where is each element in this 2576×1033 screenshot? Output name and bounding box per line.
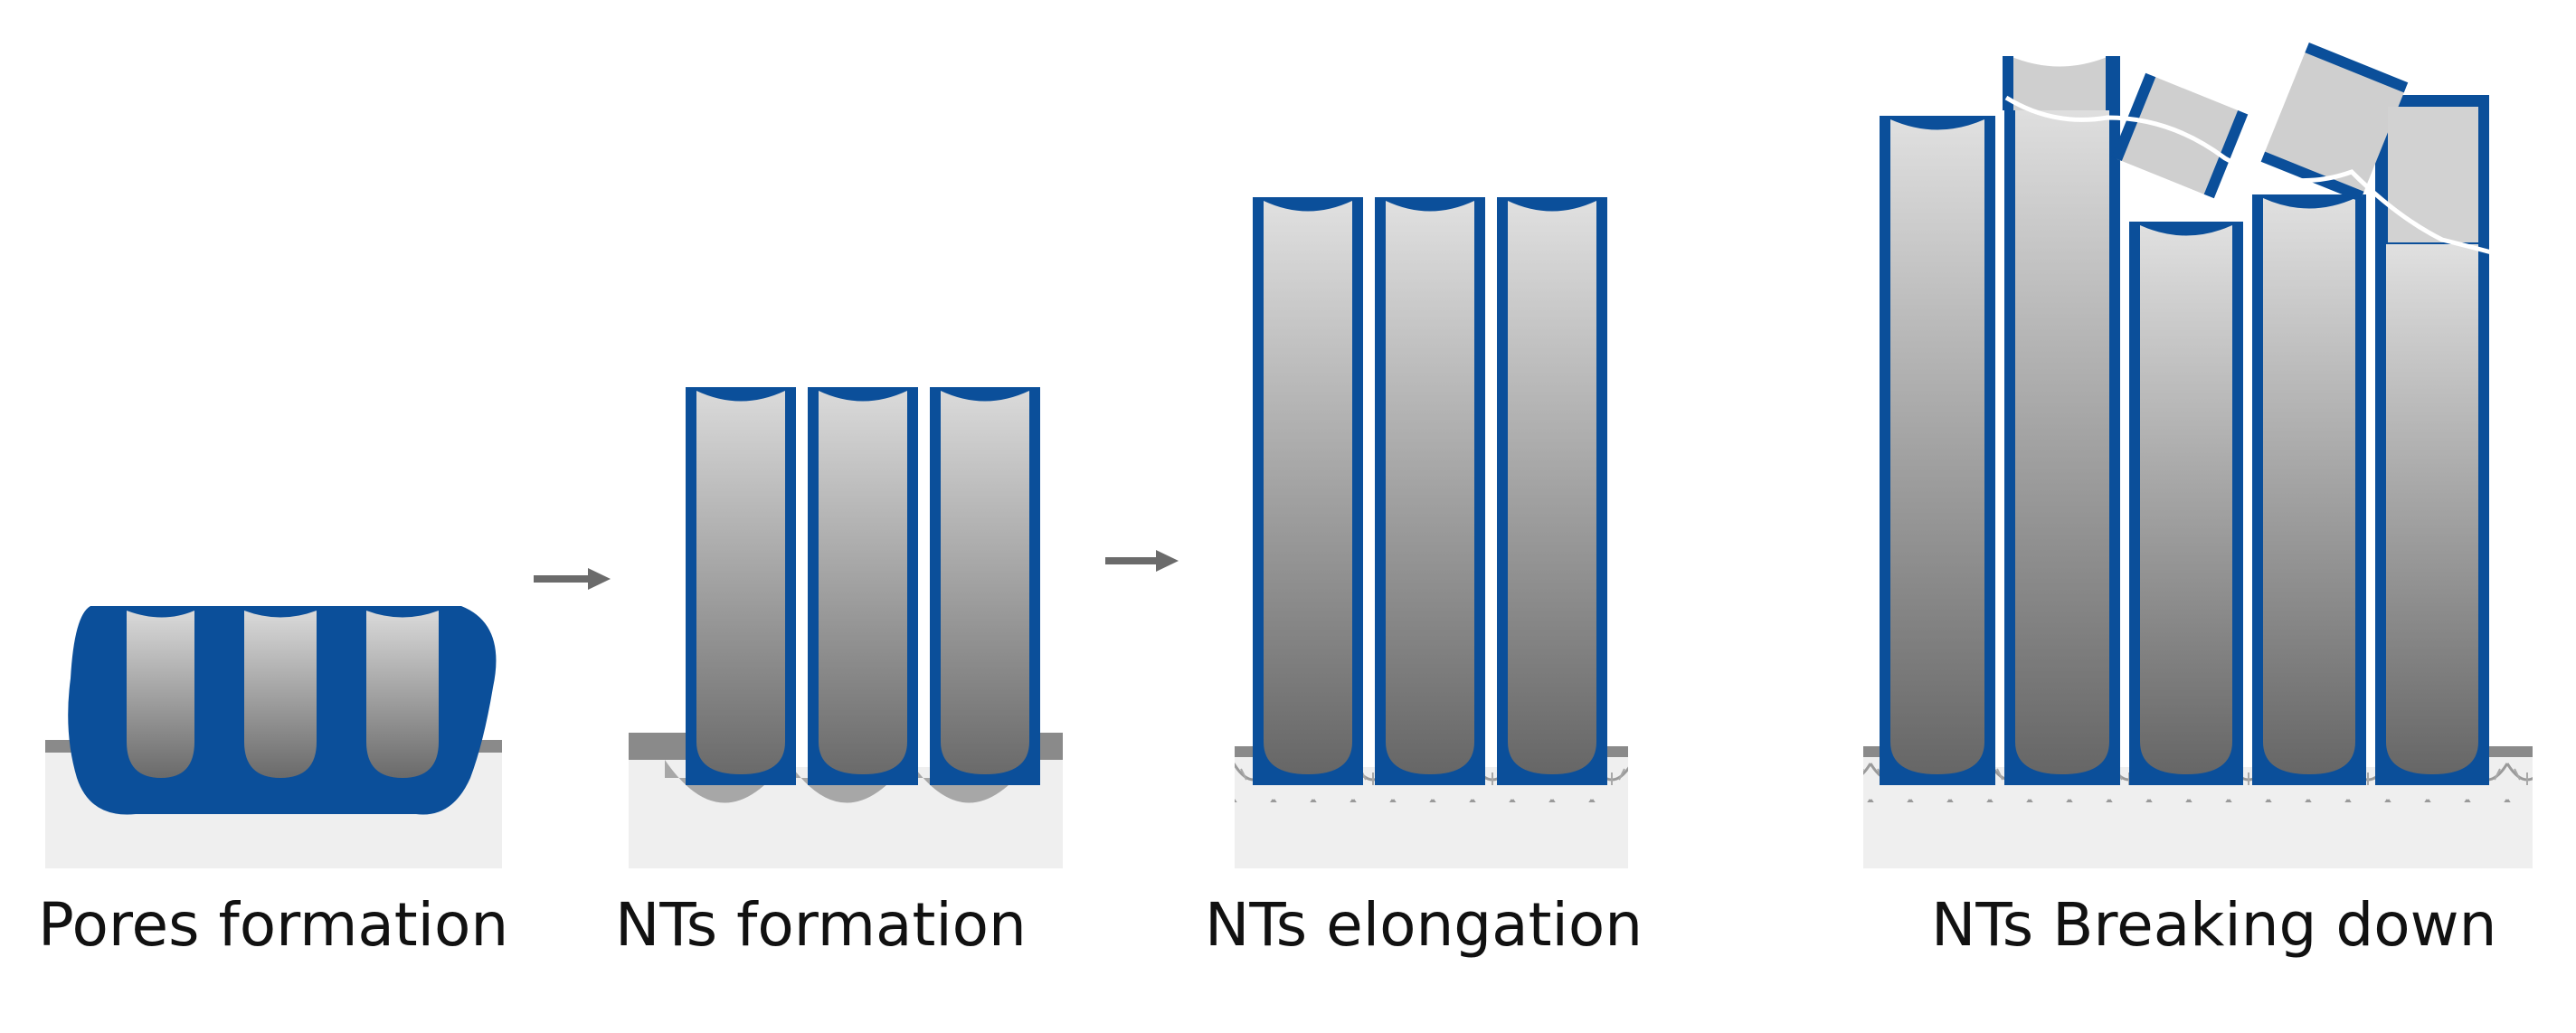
- broken-nanotube-fragment: [2111, 72, 2249, 199]
- stage-nts-formation: [629, 387, 1063, 868]
- stage-nts-elongation: [1235, 197, 1628, 868]
- nanotube: [1497, 197, 1607, 785]
- broken-nanotube-fragment: [2003, 56, 2117, 110]
- pore: [366, 611, 439, 778]
- arrow-right-icon: [534, 568, 611, 590]
- broken-nanotube-fragment: [2388, 107, 2478, 242]
- stage-pores-formation: [45, 606, 502, 868]
- broken-nanotube-fragment: [2260, 43, 2409, 202]
- stage-label-nts-formation: NTs formation: [615, 890, 1027, 960]
- nanotube: [1375, 197, 1485, 785]
- nanotube: [2129, 222, 2243, 785]
- pore: [127, 611, 194, 778]
- nanotube: [1253, 197, 1363, 785]
- stage-label-nts-elongation: NTs elongation: [1205, 890, 1643, 960]
- stage-label-nts-breaking-down: NTs Breaking down: [1931, 890, 2497, 960]
- crack-line: [2004, 95, 2496, 256]
- nanotube: [808, 387, 918, 785]
- stage-nts-breaking-down: [1863, 43, 2533, 868]
- nanotube: [2004, 56, 2120, 785]
- nanotube: [2252, 194, 2366, 785]
- nanotube: [1880, 116, 1995, 785]
- nanotube: [686, 387, 796, 785]
- pore: [244, 611, 317, 778]
- stage-label-pores-formation: Pores formation: [38, 890, 509, 960]
- nanotube: [930, 387, 1040, 785]
- arrow-right-icon: [1105, 550, 1179, 572]
